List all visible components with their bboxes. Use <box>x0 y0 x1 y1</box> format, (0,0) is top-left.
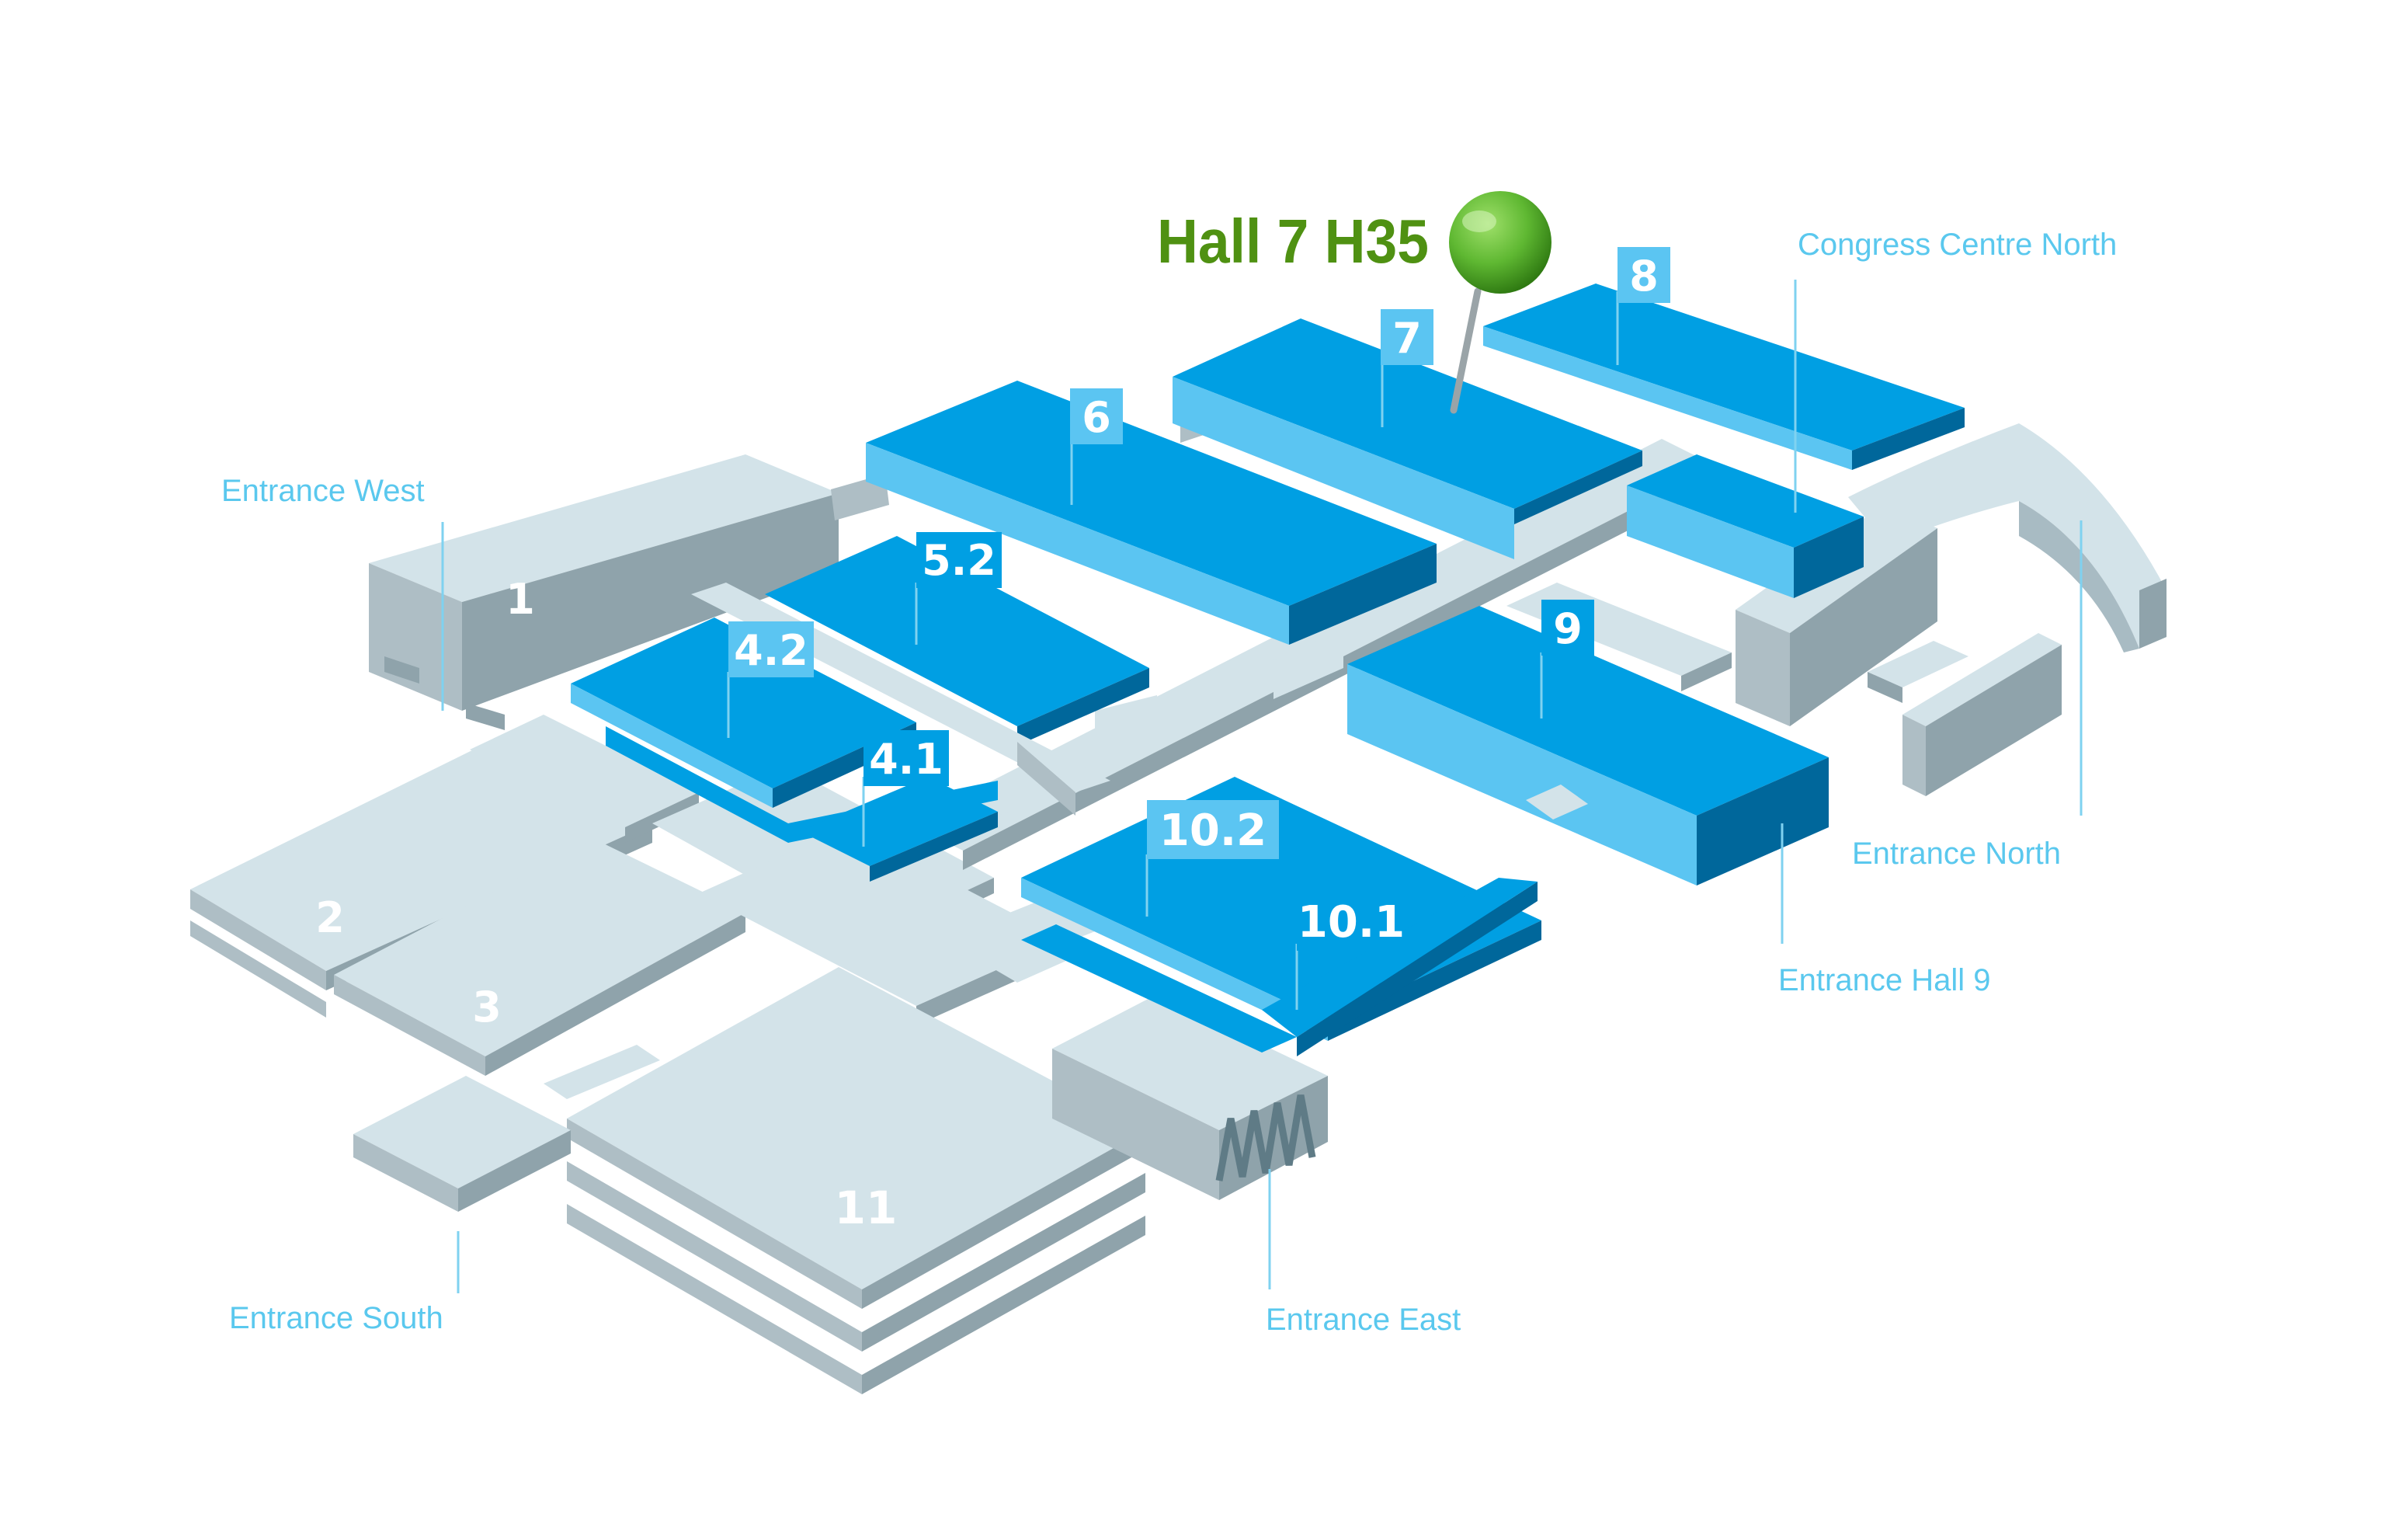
map-pin-icon[interactable] <box>1449 191 1551 294</box>
entrance-hall-9-label[interactable]: Entrance Hall 9 <box>1778 963 1990 997</box>
hall-1-label: 1 <box>506 575 535 624</box>
hall-10-1-badge[interactable]: 10.1 <box>1297 892 1406 951</box>
hall-10-2-label: 10.2 <box>1159 805 1267 856</box>
hall-8-building[interactable] <box>1483 284 1965 598</box>
hall-6-label: 6 <box>1082 393 1111 442</box>
leader-lines <box>441 280 2083 1293</box>
hall-10-1-building[interactable] <box>1021 878 1538 1056</box>
hall-10-1-label: 10.1 <box>1298 897 1405 948</box>
hall-8-label: 8 <box>1629 252 1659 301</box>
entrance-labels: Entrance West Entrance South Entrance Ea… <box>221 228 2117 1337</box>
entrance-east-building[interactable] <box>1052 994 1328 1200</box>
hall-1-building[interactable] <box>369 454 839 730</box>
hall-6-badge[interactable]: 6 <box>1070 388 1123 444</box>
hall-7-label: 7 <box>1392 314 1422 363</box>
entrance-north-pavilion[interactable] <box>1868 633 2062 796</box>
hall-4-2-badge[interactable]: 4.2 <box>728 621 814 677</box>
entrance-south-label[interactable]: Entrance South <box>229 1301 443 1335</box>
hall-11-label: 11 <box>835 1181 898 1234</box>
hall-10-2-badge[interactable]: 10.2 <box>1147 800 1279 859</box>
hall-9-badge[interactable]: 9 <box>1541 600 1594 656</box>
hall-7-badge[interactable]: 7 <box>1381 309 1433 365</box>
hall-3-label: 3 <box>472 983 502 1032</box>
hall-6-building[interactable] <box>866 381 1437 645</box>
location-marker[interactable] <box>1449 191 1551 414</box>
pin-needle <box>1450 287 1482 414</box>
hall-2-label: 2 <box>315 893 345 942</box>
connector-west <box>831 474 889 520</box>
hall-3-building[interactable] <box>334 839 745 1076</box>
bridge-hall-9 <box>1526 785 1588 819</box>
entrance-east-label[interactable]: Entrance East <box>1266 1303 1461 1337</box>
hall-4-1-building[interactable] <box>800 777 998 882</box>
hall-9-building[interactable] <box>1347 606 1829 886</box>
hall-4-1-badge[interactable]: 4.1 <box>863 730 949 786</box>
entrance-west-label[interactable]: Entrance West <box>221 474 425 508</box>
hall-9-label: 9 <box>1553 604 1583 653</box>
hall-7-building[interactable] <box>1173 318 1642 559</box>
entrance-north-label[interactable]: Entrance North <box>1852 837 2061 871</box>
hall-11-building[interactable] <box>567 967 1145 1394</box>
hall-badges: 1 2 3 11 6 7 8 5.2 4.2 4.1 9 <box>315 247 1670 1234</box>
hall-4-1-label: 4.1 <box>869 735 943 784</box>
grey-buildings <box>190 423 2167 1394</box>
hall-4-2-label: 4.2 <box>734 626 808 675</box>
entrance-south-pavilion[interactable] <box>353 1045 660 1212</box>
hall-5-2-label: 5.2 <box>922 536 996 585</box>
hall-8-badge[interactable]: 8 <box>1617 247 1670 303</box>
hall-5-2-badge[interactable]: 5.2 <box>916 532 1002 588</box>
booth-callout: Hall 7 H35 <box>1157 207 1429 276</box>
entrance-north-arch[interactable] <box>1848 423 2167 652</box>
congress-centre-north-label[interactable]: Congress Centre North <box>1798 228 2117 262</box>
